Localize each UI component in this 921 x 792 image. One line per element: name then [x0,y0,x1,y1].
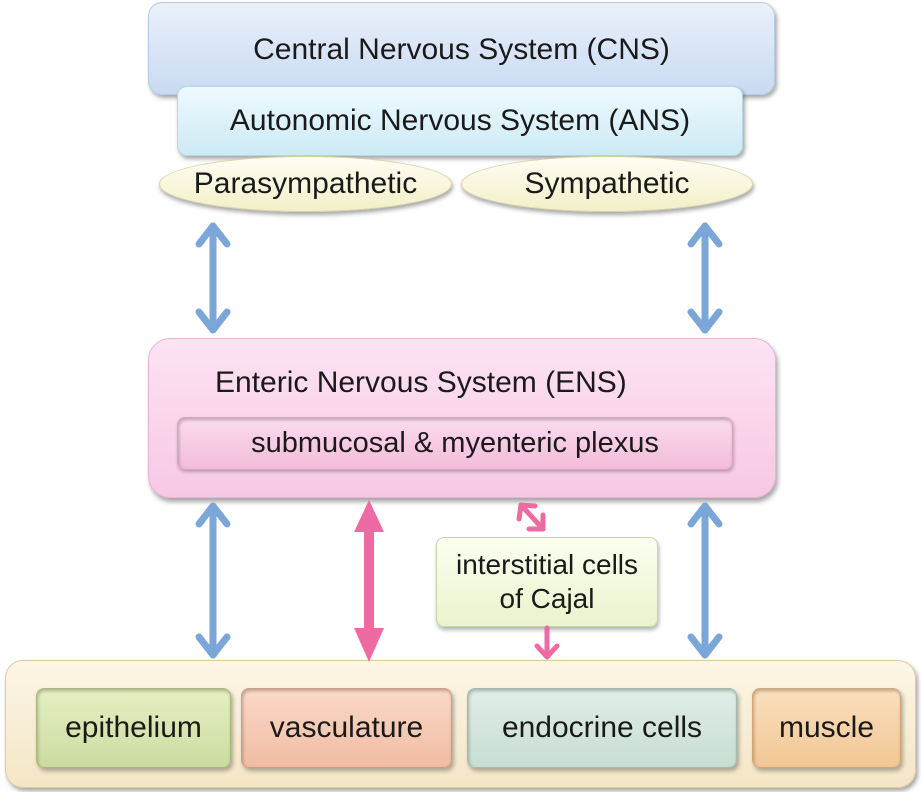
sympathetic-oval: Sympathetic [461,156,753,212]
parasympathetic-label: Parasympathetic [193,167,418,200]
icc-box: interstitial cells of Cajal [436,537,658,627]
plexus-box: submucosal & myenteric plexus [177,417,733,470]
epithelium-label: epithelium [65,711,202,744]
vasculature-label: vasculature [269,711,424,744]
vasculature-box: vasculature [241,688,452,768]
icc-label-line2: of Cajal [499,583,595,614]
sympathetic-label: Sympathetic [524,167,690,200]
ans-label: Autonomic Nervous System (ANS) [229,104,691,137]
arrow-sympathetic-ens [687,222,723,334]
plexus-label: submucosal & myenteric plexus [251,427,659,459]
arrow-ens-epithelium [195,502,231,659]
endocrine-cells-label: endocrine cells [501,711,703,744]
ens-label: Enteric Nervous System (ENS) [215,366,627,399]
endocrine-cells-box: endocrine cells [467,688,737,768]
muscle-label: muscle [778,711,875,744]
icc-label-line1: interstitial cells [455,549,639,580]
ans-box: Autonomic Nervous System (ANS) [177,86,743,156]
muscle-box: muscle [752,688,901,768]
parasympathetic-oval: Parasympathetic [159,156,452,212]
arrow-parasympathetic-ens [195,222,231,334]
cns-box: Central Nervous System (CNS) [148,2,775,95]
cns-label: Central Nervous System (CNS) [253,33,670,66]
arrow-ens-muscle [687,502,723,659]
arrow-ens-vasculature [354,500,384,662]
epithelium-box: epithelium [36,688,231,768]
arrow-icc-endocrine [534,625,560,660]
arrow-ens-icc [516,502,546,532]
